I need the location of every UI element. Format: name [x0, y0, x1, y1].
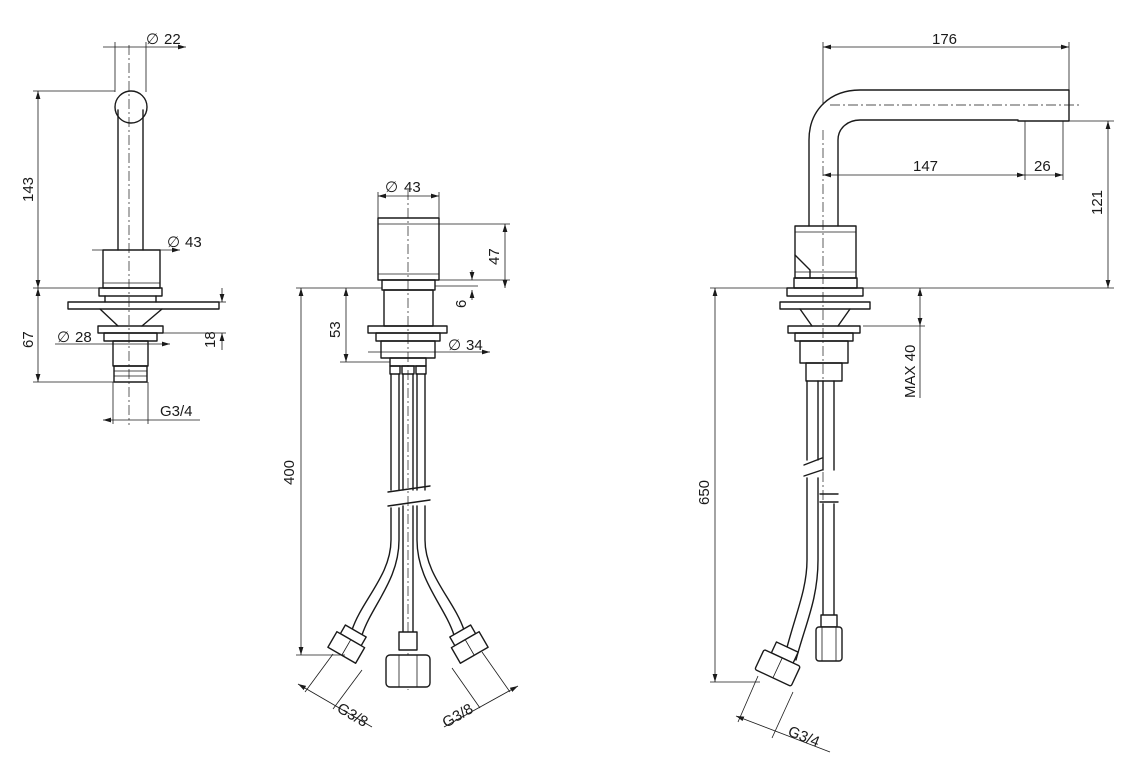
dim-dia-symbol-34: ∅ [448, 337, 461, 354]
dim-side-dia-28: 28 [75, 329, 92, 346]
dim-profile-w-26: 26 [1034, 158, 1051, 175]
dim-front-h-53: 53 [327, 321, 344, 338]
dim-front-dia-34: 34 [466, 337, 483, 354]
dim-profile-h-121: 121 [1089, 190, 1106, 215]
handle-cylinder [377, 217, 440, 281]
dim-side-h-67: 67 [20, 331, 37, 348]
front-view: ∅ 43 47 6 53 ∅ 34 400 G3/8 G3/8 [281, 179, 519, 731]
spout-outline [808, 89, 1070, 227]
dim-profile-h-650: 650 [696, 480, 713, 505]
dim-profile-thread: G3/4 [786, 723, 823, 751]
dim-side-dia-22: 22 [164, 31, 181, 48]
dim-profile-h-max40: MAX 40 [902, 345, 919, 398]
dim-front-h-400: 400 [281, 460, 298, 485]
spout-end-circle [114, 90, 148, 124]
side-view: ∅ 22 ∅ 43 143 67 18 ∅ 28 G3/4 [20, 31, 226, 425]
dim-front-thread-left: G3/8 [334, 700, 371, 731]
profile-view: 176 147 26 121 MAX 40 650 G3/4 [696, 31, 1114, 753]
dim-side-h-18: 18 [202, 331, 219, 348]
base-flange [98, 287, 163, 297]
dim-dia-symbol-43-front: ∅ [385, 179, 398, 196]
dim-front-thread-right: G3/8 [440, 700, 477, 731]
dim-dia-symbol-28: ∅ [57, 329, 70, 346]
dim-side-thread: G3/4 [160, 403, 193, 420]
dim-side-h-143: 143 [20, 177, 37, 202]
dim-profile-w-176: 176 [932, 31, 957, 48]
body-cylinder [102, 249, 161, 289]
dim-side-dia-43: 43 [185, 234, 202, 251]
dim-front-dia-43: 43 [404, 179, 421, 196]
dim-front-h-47: 47 [486, 248, 503, 265]
dim-dia-symbol-43-side: ∅ [167, 234, 180, 251]
dim-front-h-6: 6 [453, 300, 470, 308]
dim-profile-w-147: 147 [913, 158, 938, 175]
dim-dia-symbol-22: ∅ [146, 31, 159, 48]
